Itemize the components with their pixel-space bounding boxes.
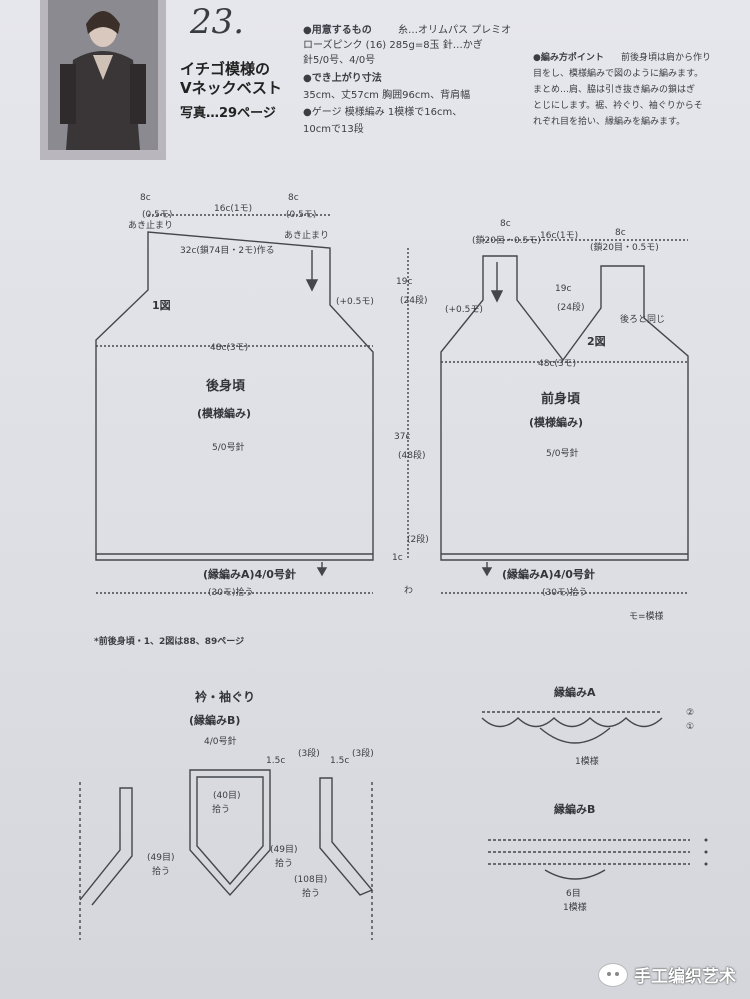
wechat-icon [598, 962, 628, 987]
back-opening-stop-right: あき止まり [284, 231, 330, 241]
back-shoulder-left-sts: (0.5モ) [142, 210, 173, 220]
band-v-right: (49目) [270, 845, 298, 855]
legend-mo: モ=模様 [629, 612, 664, 622]
pattern-title-line1: イチゴ模様の [180, 60, 271, 78]
band-rows-right: (3段) [352, 749, 374, 759]
front-shoulder-right-sts: (鎖20目・0.5モ) [590, 243, 659, 253]
band-armhole: (108目) [294, 875, 328, 885]
front-piece-name: 前身頃 [541, 392, 581, 407]
back-shoulder-right-label: 8c [288, 193, 299, 203]
back-width: 48c(3モ) [210, 343, 249, 353]
size-values: 35cm、丈57cm 胸囲96cm、背肩幅 [303, 90, 471, 101]
materials-yarn: 糸…オリムパス プレミオ [398, 25, 512, 36]
back-figure-number: 1図 [152, 299, 171, 312]
points-heading: ●編み方ポイント [533, 53, 604, 63]
band-hook-size: 4/0号針 [204, 737, 237, 747]
back-shoulder-left-label: 8c [140, 193, 151, 203]
front-shoulder-left-label: 8c [500, 219, 511, 229]
watermark: 手工编织艺术 [598, 962, 736, 987]
edge-cm: 1c [392, 553, 403, 563]
back-neck-width: 16c(1モ) [214, 204, 253, 214]
front-same-as-back: 後ろと同じ [620, 315, 666, 325]
materials-heading: ●用意するもの [303, 25, 372, 36]
front-plus-sts: (+0.5モ) [445, 305, 483, 315]
materials-color: ローズピンク (16) 285g=8玉 針…かぎ [303, 40, 483, 51]
front-width: 48c(3モ) [538, 359, 577, 369]
watermark-text: 手工编织艺术 [634, 967, 736, 987]
back-edging-a: (縁編みA)4/0号針 [203, 568, 296, 581]
band-pickup-1: 拾う [212, 805, 231, 815]
points-line1: 前後身頃は肩から作り [621, 53, 712, 63]
front-pickup: (30モ)拾う [542, 588, 588, 598]
back-stitch-pattern: (模様編み) [197, 407, 252, 420]
band-rows-left: (3段) [298, 749, 320, 759]
front-shoulder-left-sts: (鎖20目・0.5モ) [472, 236, 541, 246]
ring-mark: わ [404, 586, 414, 596]
model-photo [48, 0, 158, 150]
back-pickup: (30モ)拾う [208, 588, 254, 598]
edging-b-stitches: 6目 [566, 889, 581, 899]
band-edging: (縁編みB) [189, 714, 241, 727]
back-piece-name: 後身頃 [206, 379, 246, 394]
band-v-neck [189, 769, 271, 897]
front-stitch-pattern: (模様編み) [529, 416, 584, 429]
front-v-cm: 19c [555, 284, 572, 294]
pattern-title-line2: Vネックベスト [180, 79, 282, 97]
back-hook-size: 5/0号針 [212, 443, 245, 453]
body-cm: 37c [394, 432, 411, 442]
edging-a-repeat: 1模様 [575, 757, 599, 767]
reference-note: *前後身頃・1、2図は88、89ページ [94, 637, 245, 647]
edging-b-title: 縁編みB [554, 803, 596, 816]
back-body-outline [95, 231, 374, 561]
points-line2: 目をし、模様編みで図のように編みます。 [533, 69, 704, 79]
materials-needles: 針5/0号、4/0号 [303, 55, 376, 66]
edging-a-title: 縁編みA [554, 686, 596, 699]
points-line5: れぞれ目を拾い、縁編みを編みます。 [533, 117, 686, 127]
band-width-right: 1.5c [330, 756, 350, 766]
pattern-number: 23. [190, 2, 245, 42]
edge-rows: (2段) [407, 535, 429, 545]
front-body-outline [440, 255, 689, 561]
armhole-cm: 19c [396, 277, 413, 287]
body-rows: (48段) [398, 451, 426, 461]
photo-frame [40, 0, 166, 160]
back-chain-note: 32c(鎖74目・2モ)作る [180, 246, 275, 256]
band-left [79, 787, 133, 906]
band-right [319, 777, 374, 896]
band-v-left: (49目) [147, 853, 175, 863]
band-width-left: 1.5c [266, 756, 286, 766]
band-pickup-3: 拾う [275, 859, 294, 869]
edging-a-chart [481, 717, 663, 728]
points-line4: とじにします。裾、衿ぐり、袖ぐりからそ [533, 101, 703, 111]
armhole-rows: (24段) [400, 296, 428, 306]
band-pickup-2: 拾う [152, 867, 171, 877]
back-plus-sts: (+0.5モ) [336, 297, 374, 307]
back-opening-stop-left: あき止まり [128, 221, 174, 231]
front-shoulder-right-label: 8c [615, 228, 626, 238]
band-pickup-4: 拾う [302, 889, 321, 899]
front-v-rows: (24段) [557, 303, 585, 313]
front-figure-number: 2図 [587, 335, 606, 348]
band-title: 衿・袖ぐり [195, 690, 256, 704]
front-edging-a: (縁編みA)4/0号針 [502, 568, 595, 581]
gauge-text: ●ゲージ 模様編み 1模様で16cm、 [303, 107, 463, 118]
band-neck-back: (40目) [213, 791, 241, 801]
gauge-rows: 10cmで13段 [303, 124, 364, 135]
edging-b-repeat: 1模様 [563, 903, 587, 913]
photo-page-ref: 写真…29ページ [180, 106, 276, 121]
edging-a-row2: ② [686, 708, 695, 718]
front-neck-width: 16c(1モ) [540, 231, 579, 241]
edging-a-row1: ① [686, 722, 695, 732]
size-heading: ●でき上がり寸法 [303, 73, 382, 84]
back-shoulder-right-sts: (0.5モ) [286, 210, 317, 220]
points-line3: まとめ…肩、脇は引き抜き編みの鎖はぎ [533, 85, 696, 95]
front-hook-size: 5/0号針 [546, 449, 579, 459]
